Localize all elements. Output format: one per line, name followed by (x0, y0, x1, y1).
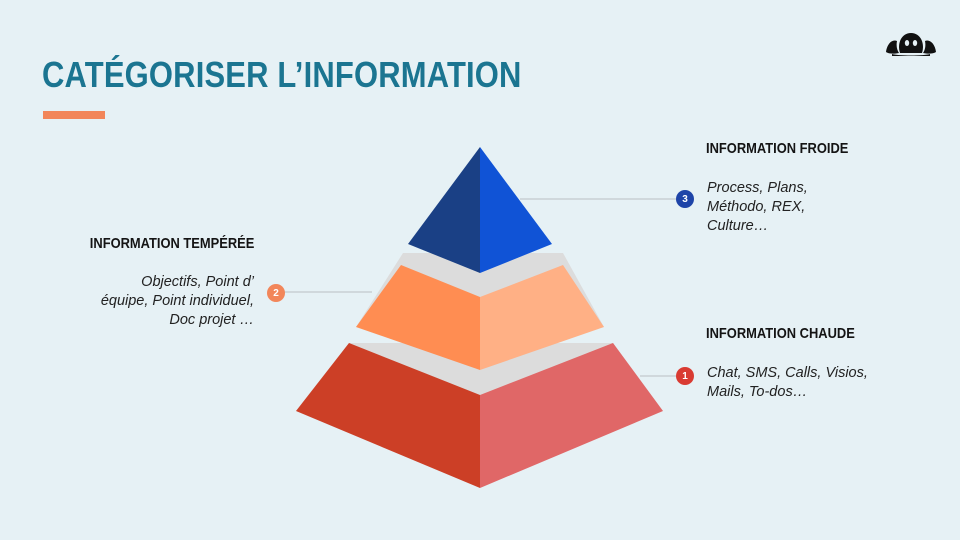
tier-heading-chaude: INFORMATION CHAUDE (706, 325, 855, 342)
page-title: CATÉGORISER L’INFORMATION (42, 54, 522, 95)
tier-heading-froide: INFORMATION FROIDE (706, 140, 849, 157)
pyramid-tier-chaude (296, 343, 663, 488)
tier-badge-chaude: 1 (676, 367, 694, 385)
tier-description-temperee: Objectifs, Point d’ équipe, Point indivi… (100, 274, 254, 328)
pyramid-tier-temperee (356, 253, 604, 370)
tier-description-froide: Process, Plans, Méthodo, REX, Culture… (707, 180, 808, 234)
tier-badge-froide: 3 (676, 190, 694, 208)
tier-badge-temperee: 2 (267, 284, 285, 302)
title-accent-bar (43, 111, 105, 119)
tier-heading-temperee: INFORMATION TEMPÉRÉE (89, 235, 254, 252)
pyramid-tier-froide (408, 147, 552, 273)
logo-icon (886, 33, 936, 56)
tier-description-chaude: Chat, SMS, Calls, Visios, Mails, To-dos… (707, 365, 868, 400)
